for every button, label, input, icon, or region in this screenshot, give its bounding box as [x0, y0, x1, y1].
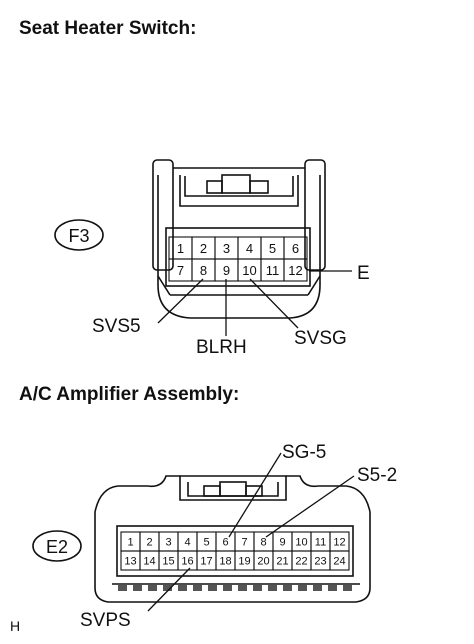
terminal-label-e: E	[357, 263, 370, 284]
e2-pin-number-18: 18	[219, 556, 231, 568]
f3-pin-number-9: 9	[223, 263, 230, 278]
terminal-label-svsg: SVSG	[294, 328, 347, 349]
e2-pin-number-3: 3	[165, 537, 171, 549]
e2-tooth	[118, 585, 127, 591]
e2-tooth	[148, 585, 157, 591]
f3-pin-number-10: 10	[242, 263, 256, 278]
e2-pin-number-23: 23	[314, 556, 326, 568]
connector-code-badge-e2: E2	[32, 530, 82, 562]
f3-pin-cell-12	[283, 258, 308, 282]
e2-pin-number-4: 4	[184, 537, 190, 549]
terminal-label-sg5: SG-5	[282, 442, 326, 463]
e2-pin-number-20: 20	[257, 556, 269, 568]
e2-tooth	[208, 585, 217, 591]
f3-pin-number-4: 4	[246, 241, 253, 256]
terminal-label-s52: S5-2	[357, 465, 397, 486]
e2-pin-number-15: 15	[162, 556, 174, 568]
f3-pin-number-6: 6	[292, 241, 299, 256]
e2-pin-number-14: 14	[143, 556, 155, 568]
e2-pin-number-24: 24	[333, 556, 345, 568]
e2-tooth	[178, 585, 187, 591]
section-heading-seat-heater-switch: Seat Heater Switch:	[19, 18, 197, 39]
e2-pin-number-11: 11	[315, 537, 326, 549]
f3-pin-number-2: 2	[200, 241, 207, 256]
e2-tooth	[343, 585, 352, 591]
e2-pin-number-7: 7	[241, 537, 247, 549]
connector-code-f3: F3	[68, 226, 89, 246]
e2-pin-number-19: 19	[238, 556, 250, 568]
e2-tooth	[283, 585, 292, 591]
e2-pin-number-9: 9	[279, 537, 285, 549]
e2-tooth	[163, 585, 172, 591]
e2-pin-number-13: 13	[124, 556, 136, 568]
e2-pin-number-17: 17	[200, 556, 212, 568]
connector-f3	[152, 159, 326, 319]
leader-svsg	[249, 278, 299, 329]
e2-tooth	[253, 585, 262, 591]
e2-pin-number-10: 10	[295, 537, 307, 549]
e2-tooth	[238, 585, 247, 591]
connector-e2-bottom-teeth	[118, 585, 352, 591]
leader-s52	[265, 475, 355, 538]
e2-pin-cell-24	[329, 550, 350, 571]
f3-leader-lines	[157, 270, 352, 336]
f3-pin-number-7: 7	[177, 263, 184, 278]
e2-pin-number-16: 16	[181, 556, 193, 568]
section-heading-ac-amplifier: A/C Amplifier Assembly:	[19, 384, 240, 405]
e2-leader-lines	[147, 452, 355, 612]
e2-tooth	[328, 585, 337, 591]
e2-tooth	[133, 585, 142, 591]
e2-tooth	[298, 585, 307, 591]
e2-pin-number-21: 21	[276, 556, 288, 568]
terminal-label-svs5: SVS5	[92, 316, 141, 337]
leader-svps	[147, 567, 191, 612]
connector-code-badge-f3: F3	[54, 219, 104, 251]
e2-tooth	[268, 585, 277, 591]
e2-pin-number-6: 6	[222, 537, 228, 549]
leader-sg5	[228, 452, 282, 538]
e2-pin-number-8: 8	[260, 537, 266, 549]
e2-pin-number-5: 5	[203, 537, 209, 549]
f3-pin-number-1: 1	[177, 241, 184, 256]
f3-pin-number-12: 12	[288, 263, 302, 278]
e2-tooth	[193, 585, 202, 591]
e2-pin-number-1: 1	[127, 537, 133, 549]
e2-pin-number-22: 22	[295, 556, 307, 568]
diagram-footer-code: H	[10, 618, 21, 634]
f3-pin-number-8: 8	[200, 263, 207, 278]
f3-pin-number-11: 11	[266, 263, 280, 278]
f3-pin-number-3: 3	[223, 241, 230, 256]
e2-tooth	[313, 585, 322, 591]
e2-pin-number-2: 2	[146, 537, 152, 549]
f3-pin-number-5: 5	[269, 241, 276, 256]
e2-tooth	[223, 585, 232, 591]
connector-code-e2: E2	[46, 537, 68, 557]
e2-pin-number-12: 12	[333, 537, 345, 549]
leader-svs5	[157, 278, 204, 324]
connector-e2	[94, 475, 371, 603]
terminal-label-blrh: BLRH	[196, 337, 247, 358]
terminal-label-svps: SVPS	[80, 610, 131, 631]
